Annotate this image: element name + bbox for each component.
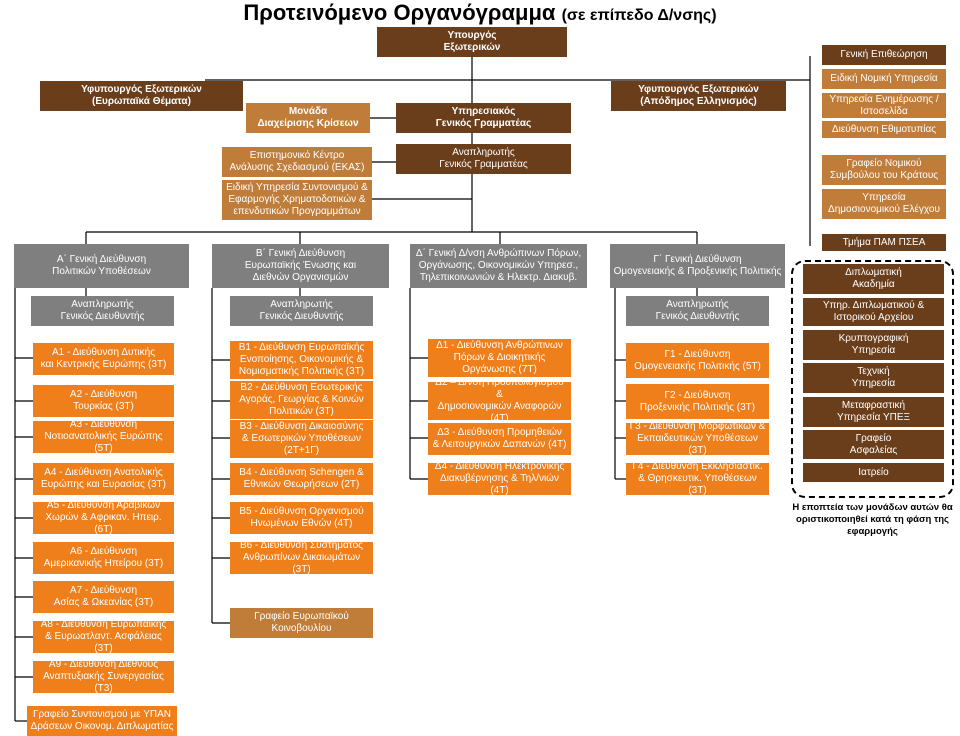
- box-pam-psea: Τμήμα ΠΑΜ ΠΣΕΑ: [822, 234, 946, 251]
- box-d4: Δ4 - Διεύθυνση Ηλεκτρονικής Διακυβέρνηση…: [428, 461, 571, 496]
- box-ekas: Επιστημονικό Κέντρο Ανάλυσης Σχεδιασμού …: [222, 147, 372, 177]
- box-b3: Β3 - Διεύθυνση Δικαιοσύνης & Εσωτερικών …: [230, 420, 373, 458]
- box-directorate-c: Γ΄ Γενική Διεύθυνση Ομογενειακής & Προξε…: [610, 244, 785, 288]
- box-deputy-director-c: Αναπληρωτής Γενικός Διευθυντής: [626, 296, 769, 326]
- title-main: Προτεινόμενο Οργανόγραμμα: [243, 0, 556, 25]
- box-financial-control: Υπηρεσία Δημοσιονομικού Ελέγχου: [822, 189, 946, 219]
- box-eu-parliament-office: Γραφείο Ευρωπαϊκού Κοινοβουλίου: [230, 608, 373, 638]
- box-c1: Γ1 - Διεύθυνση Ομογενειακής Πολιτικής (5…: [626, 343, 769, 378]
- box-b4: Β4 - Διεύθυνση Schengen & Εθνικών Θεωρήσ…: [230, 463, 373, 495]
- box-d3: Δ3 - Διεύθυνση Προμηθειών & Λειτουργικών…: [428, 423, 571, 455]
- box-a4: Α4 - Διεύθυνση Ανατολικής Ευρώπης και Ευ…: [33, 463, 174, 495]
- box-a9: Α9 - Διεύθυνση Διεθνούς Αναπτυξιακής Συν…: [33, 659, 174, 694]
- box-diplomatic-academy: Διπλωματική Ακαδημία: [803, 264, 944, 294]
- box-coordination-service: Ειδική Υπηρεσία Συντονισμού & Εφαρμογής …: [222, 180, 372, 220]
- box-a2: Α2 - Διεύθυνση Τουρκίας (3Τ): [33, 385, 174, 417]
- box-general-inspection: Γενική Επιθεώρηση: [822, 45, 946, 65]
- box-legal-advisor-office: Γραφείο Νομικού Συμβούλου του Κράτους: [822, 155, 946, 185]
- box-a8: Α8 - Διεύθυνση Ευρωπαϊκής & Ευρωατλαντ. …: [33, 619, 174, 654]
- box-deputy-director-a: Αναπληρωτής Γενικός Διευθυντής: [31, 296, 174, 326]
- box-d2: Δ2 – Δ/νση Προϋπολογισμού & Δημοσιονομικ…: [428, 377, 571, 424]
- box-b6: Β6 - Διεύθυνση Συστήματος Ανθρωπίνων Δικ…: [230, 540, 373, 575]
- box-c4: Γ4 - Διεύθυνση Εκκλησιαστικ. & Θρησκευτι…: [626, 461, 769, 496]
- box-protocol-directorate: Διεύθυνση Εθιμοτυπίας: [822, 121, 946, 138]
- box-c2: Γ2 - Διεύθυνση Προξενικής Πολιτικής (3Τ): [626, 384, 769, 419]
- box-b2: Β2 - Διεύθυνση Εσωτερικής Αγοράς, Γεωργί…: [230, 381, 373, 419]
- box-technical-service: Τεχνική Υπηρεσία: [803, 363, 944, 393]
- dashed-group: [791, 260, 954, 498]
- box-a1: Α1 - Διεύθυνση Δυτικής και Κεντρικής Ευρ…: [33, 343, 174, 375]
- box-minister: Υπουργός Εξωτερικών: [377, 27, 567, 57]
- box-directorate-d: Δ΄ Γενική Δ/νση Ανθρώπινων Πόρων, Οργάνω…: [410, 244, 587, 288]
- box-a5: Α5 - Διεύθυνση Αραβικών Χωρών & Αφρικαν.…: [33, 500, 174, 535]
- box-directorate-a: Α΄ Γενική Διεύθυνση Πολιτικών Υποθέσεων: [14, 244, 189, 288]
- box-deputy-secretary-general: Αναπληρωτής Γενικός Γραμματέας: [396, 144, 571, 174]
- box-special-legal-service: Ειδική Νομική Υπηρεσία: [822, 69, 946, 89]
- title-subtitle: (σε επίπεδο Δ/νσης): [561, 7, 717, 24]
- box-security-office: Γραφείο Ασφαλείας: [803, 430, 944, 459]
- box-a6: Α6 - Διεύθυνση Αμερικανικής Ηπείρου (3Τ): [33, 542, 174, 574]
- box-b1: Β1 - Διεύθυνση Ευρωπαϊκής Ενοποίησης, Οι…: [230, 341, 373, 379]
- box-information-service: Υπηρεσία Ενημέρωσης / Ιστοσελίδα: [822, 93, 946, 118]
- box-c3: Γ3 - Διεύθυνση Μορφωτικών & Εκπαιδευτικώ…: [626, 421, 769, 456]
- box-archive-service: Υπηρ. Διπλωματικού & Ιστορικού Αρχείου: [803, 298, 944, 326]
- box-b5: Β5 - Διεύθυνση Οργανισμού Ηνωμένων Εθνών…: [230, 502, 373, 534]
- page-title: Προτεινόμενο Οργανόγραμμα (σε επίπεδο Δ/…: [0, 0, 960, 29]
- box-medical-office: Ιατρείο: [803, 463, 944, 482]
- supervision-note: Η εποπτεία των μονάδων αυτών θα οριστικο…: [792, 502, 953, 537]
- box-upan-coordination-office: Γραφείο Συντονισμού με ΥΠΑΝ Δράσεων Οικο…: [27, 706, 177, 736]
- box-deputy-minister-diaspora: Υφυπουργός Εξωτερικών (Απόδημος Ελληνισμ…: [611, 81, 786, 111]
- box-translation-service: Μεταφραστική Υπηρεσία ΥΠΕΞ: [803, 397, 944, 427]
- box-a3: Α3 - Διεύθυνση Νοτιοανατολικής Ευρώπης (…: [33, 419, 174, 454]
- box-a7: Α7 - Διεύθυνση Ασίας & Ωκεανίας (3Τ): [33, 581, 174, 613]
- box-crisis-unit: Μονάδα Διαχείρισης Κρίσεων: [246, 103, 370, 133]
- box-directorate-b: Β΄ Γενική Διεύθυνση Ευρωπαϊκής Ένωσης κα…: [212, 244, 389, 288]
- box-deputy-director-b: Αναπληρωτής Γενικός Διευθυντής: [230, 296, 373, 326]
- box-d1: Δ1 - Διεύθυνση Ανθρώπινων Πόρων & Διοικη…: [428, 339, 571, 377]
- box-deputy-minister-eu: Υφυπουργός Εξωτερικών (Ευρωπαϊκά Θέματα): [40, 81, 243, 111]
- box-secretary-general: Υπηρεσιακός Γενικός Γραμματέας: [396, 103, 571, 133]
- box-crypto-service: Κρυπτογραφική Υπηρεσία: [803, 330, 944, 360]
